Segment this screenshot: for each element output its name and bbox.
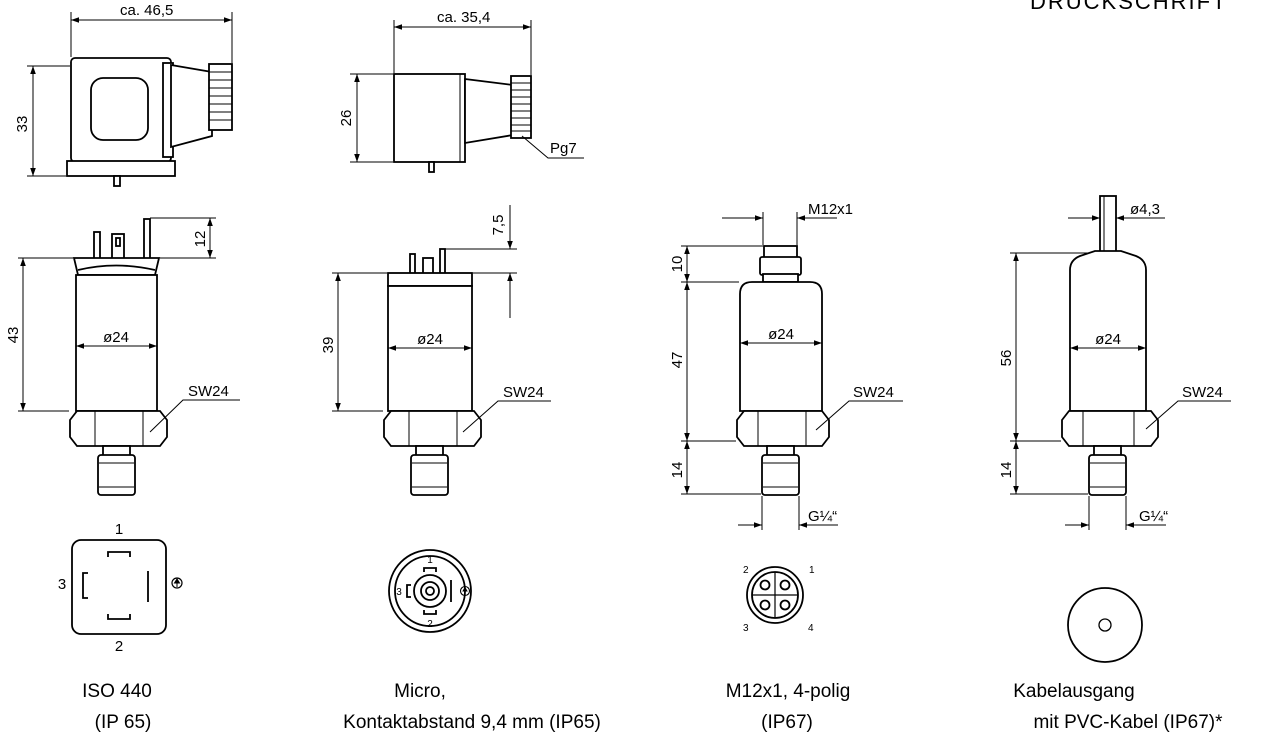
micro-caption-rating: Kontaktabstand 9,4 mm (IP65) xyxy=(343,712,601,733)
cable-transmitter-side-view xyxy=(1061,195,1159,496)
micro-height-label: 26 xyxy=(338,110,355,127)
micro-width-label: ca. 35,4 xyxy=(437,9,490,26)
cable-body-length-label: 56 xyxy=(998,350,1015,367)
iso440-caption-rating: (IP 65) xyxy=(95,712,152,733)
micro-plug-top-view xyxy=(393,73,532,173)
m12-hex-label: SW24 xyxy=(853,384,894,401)
m12-thread-label: M12x1 xyxy=(808,201,853,218)
micro-pin-2: 2 xyxy=(427,619,433,630)
iso440-caption-name: ISO 440 xyxy=(82,681,152,702)
micro-plug-height-label: 7,5 xyxy=(490,215,507,236)
variant-cable: ø4,3 56 14 ø24 SW24 G¼“ Kabelausgang mit… xyxy=(998,195,1231,733)
iso440-body-length-label: 43 xyxy=(5,327,22,344)
m12-pin-4: 4 xyxy=(808,623,814,634)
micro-gland-label: Pg7 xyxy=(550,140,577,157)
cable-outlet-face xyxy=(1067,587,1143,663)
cable-diameter-label: ø4,3 xyxy=(1130,201,1160,218)
iso440-plug-height-label: 12 xyxy=(192,231,209,248)
iso440-hex-label: SW24 xyxy=(188,383,229,400)
micro-body-length-label: 39 xyxy=(320,337,337,354)
iso440-pin-2: 2 xyxy=(115,638,123,655)
variant-m12: M12x1 10 47 14 ø24 SW24 G¼“ 1 2 xyxy=(669,201,903,733)
m12-thread-length-label: 14 xyxy=(669,462,686,479)
m12-g-thread-label: G¼“ xyxy=(808,508,837,525)
cable-diameter-body-label: ø24 xyxy=(1095,331,1121,348)
cable-thread-length-label: 14 xyxy=(998,462,1015,479)
iso440-height-label: 33 xyxy=(14,116,31,133)
m12-body-length-label: 47 xyxy=(669,352,686,369)
cable-hex-label: SW24 xyxy=(1182,384,1223,401)
micro-transmitter-side-view xyxy=(383,248,482,496)
micro-pin-layout: 1 2 3 xyxy=(388,549,472,633)
cable-caption-rating: mit PVC-Kabel (IP67)* xyxy=(1033,712,1223,733)
iso440-width-label: ca. 46,5 xyxy=(120,2,173,19)
iso440-pin-3: 3 xyxy=(58,576,66,593)
micro-caption-name: Micro, xyxy=(394,681,446,702)
cable-caption-name: Kabelausgang xyxy=(1013,681,1135,702)
m12-connector-height-label: 10 xyxy=(669,256,686,273)
iso440-diameter-label: ø24 xyxy=(103,329,129,346)
iso440-transmitter-side-view xyxy=(69,218,168,496)
m12-transmitter-side-view xyxy=(736,245,830,496)
m12-pin-1: 1 xyxy=(809,565,815,576)
iso440-pin-layout: 1 2 3 xyxy=(58,521,183,655)
micro-pin-1: 1 xyxy=(427,555,433,566)
iso440-plug-top-view xyxy=(66,57,233,187)
micro-diameter-label: ø24 xyxy=(417,331,443,348)
m12-pin-3: 3 xyxy=(743,623,749,634)
m12-pin-2: 2 xyxy=(743,565,749,576)
variant-iso440: ca. 46,5 33 12 43 ø2 xyxy=(5,2,240,733)
cable-g-thread-label: G¼“ xyxy=(1139,508,1168,525)
m12-pin-layout: 1 2 3 4 xyxy=(743,565,815,634)
iso440-pin-1: 1 xyxy=(115,521,123,538)
m12-caption-rating: (IP67) xyxy=(761,712,813,733)
m12-caption-name: M12x1, 4-polig xyxy=(726,681,851,702)
micro-hex-label: SW24 xyxy=(503,384,544,401)
micro-pin-3: 3 xyxy=(396,587,402,598)
variant-micro: ca. 35,4 26 Pg7 7,5 39 ø2 xyxy=(320,9,601,733)
m12-diameter-label: ø24 xyxy=(768,326,794,343)
header-partial-text: DRUCKSCHRIFT xyxy=(1030,0,1228,14)
